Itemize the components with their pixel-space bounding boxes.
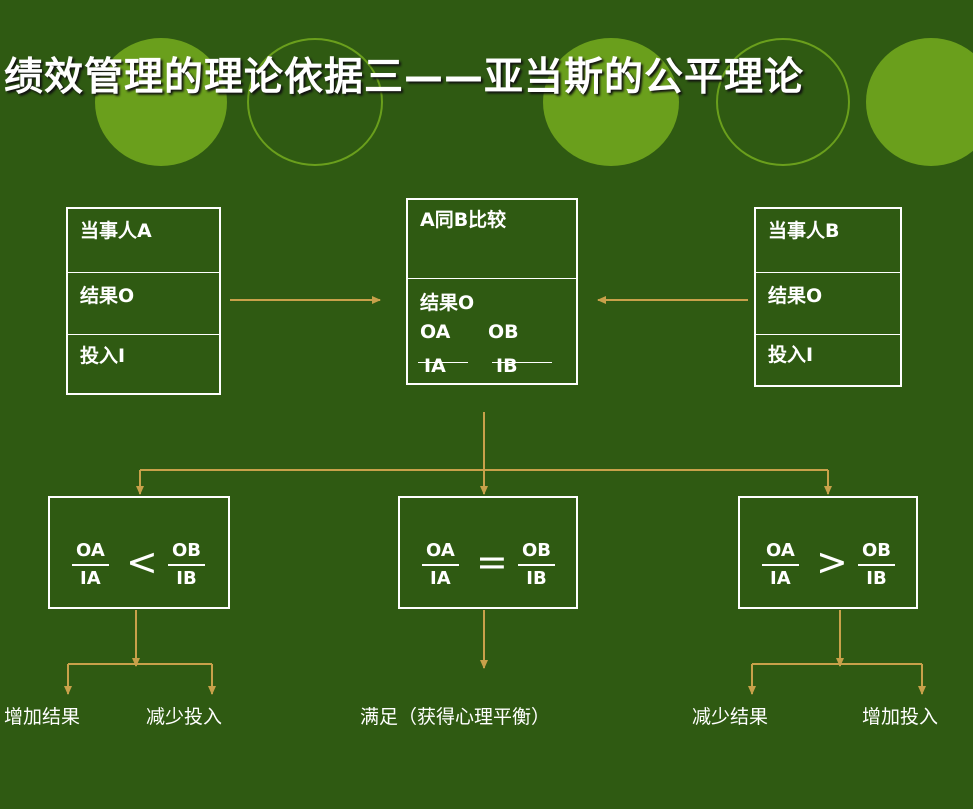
case-less-den-b: IB [176,568,197,589]
case-equal-relation: = [476,540,508,584]
compare-ia-line [418,362,468,363]
decor-circle-3 [866,38,973,166]
case-equal-num-a: OA [422,538,459,566]
case-less-den-a: IA [80,568,101,589]
party-a-header: 当事人A [80,220,152,242]
case-greater-num-b: OB [858,538,896,566]
outcome-decrease-input: 减少投入 [146,706,223,728]
case-equal-left-fraction: OA IA [422,538,459,592]
party-a-box: 当事人A 结果O 投入I [66,207,221,395]
case-equal-num-b: OB [518,538,556,566]
party-b-outcome: 结果O [756,272,900,334]
compare-body: 结果O OA OB IA IB [408,278,576,385]
decor-circle-2 [543,38,679,166]
case-less-relation: < [126,540,158,584]
case-greater-num-a: OA [762,538,799,566]
compare-ia: IA [424,355,446,377]
outcome-increase-result: 增加结果 [4,706,81,728]
case-less-box: OA IA < OB IB [48,496,230,609]
compare-header: A同B比较 [420,209,507,231]
compare-outcome: 结果O [420,292,475,314]
decor-ring-2 [716,38,850,166]
compare-ib-line [492,362,552,363]
case-greater-box: OA IA > OB IB [738,496,918,609]
case-equal-box: OA IA = OB IB [398,496,578,609]
decor-circle-1 [95,38,227,166]
outcome-decrease-result: 减少结果 [692,706,769,728]
compare-box: A同B比较 结果O OA OB IA IB [406,198,578,385]
case-greater-den-b: IB [866,568,887,589]
party-b-header: 当事人B [768,220,840,242]
case-greater-relation: > [816,540,848,584]
case-less-left-fraction: OA IA [72,538,109,592]
case-less-num-a: OA [72,538,109,566]
party-b-input: 投入I [756,334,900,387]
case-less-num-b: OB [168,538,206,566]
case-equal-right-fraction: OB IB [518,538,556,592]
party-b-box: 当事人B 结果O 投入I [754,207,902,387]
case-equal-den-a: IA [430,568,451,589]
case-greater-right-fraction: OB IB [858,538,896,592]
case-greater-left-fraction: OA IA [762,538,799,592]
case-less-right-fraction: OB IB [168,538,206,592]
party-a-input: 投入I [68,334,219,395]
decor-ring-1 [247,38,383,166]
compare-oa: OA [420,321,451,343]
case-greater-den-a: IA [770,568,791,589]
compare-ob: OB [488,321,519,343]
compare-ib: IB [496,355,518,377]
party-a-outcome: 结果O [68,272,219,334]
case-equal-den-b: IB [526,568,547,589]
outcome-increase-input: 增加投入 [862,706,939,728]
slide-title: 绩效管理的理论依据三——亚当斯的公平理论 [4,55,805,100]
outcome-satisfied: 满足（获得心理平衡） [360,706,551,728]
